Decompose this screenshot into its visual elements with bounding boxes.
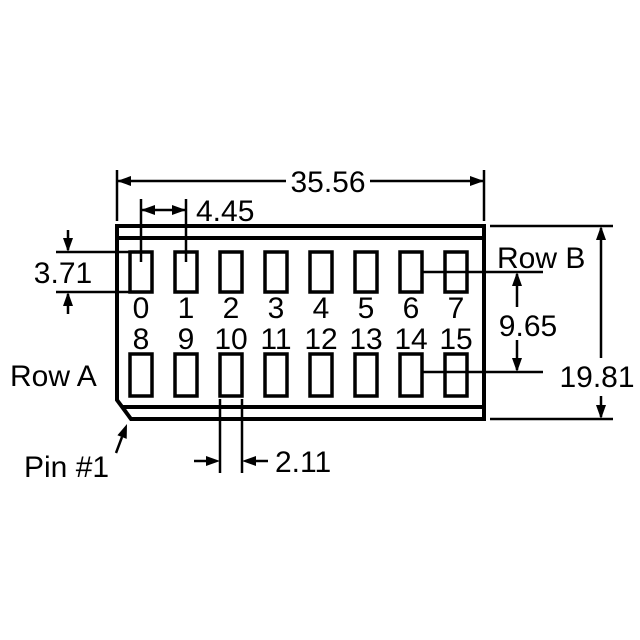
arrowhead-up-right	[117, 424, 127, 439]
pin-number-12: 12	[304, 323, 337, 356]
dimension-text-row-pitch: 9.65	[499, 310, 557, 343]
pad-3	[263, 250, 289, 294]
component-outline	[115, 224, 486, 421]
pin-number-15: 15	[439, 323, 472, 356]
arrowhead-right	[172, 205, 186, 215]
pin-number-10: 10	[214, 323, 247, 356]
pad-15	[443, 352, 469, 398]
dimension-text-pad-height: 3.71	[34, 257, 92, 290]
arrowhead-up	[596, 226, 606, 240]
arrowhead-left	[242, 456, 256, 466]
row-a-pads	[128, 352, 469, 398]
pin-number-13: 13	[349, 323, 382, 356]
pin-number-7: 7	[448, 292, 465, 325]
pad-13	[353, 352, 379, 398]
pin-number-2: 2	[223, 292, 240, 325]
pad-2	[218, 250, 244, 294]
dimension-pitch: 4.45	[139, 195, 254, 262]
pad-4	[308, 250, 334, 294]
pad-11	[263, 352, 289, 398]
pin-number-14: 14	[394, 323, 427, 356]
arrowhead-left	[141, 205, 155, 215]
pin-number-5: 5	[358, 292, 375, 325]
arrowhead-up	[63, 292, 73, 306]
pad-14	[398, 352, 424, 398]
pad-5	[353, 250, 379, 294]
dimension-pad-width: 2.11	[194, 399, 331, 479]
row-b-label: Row B	[497, 242, 585, 275]
pin-number-1: 1	[178, 292, 195, 325]
pin-number-11: 11	[260, 323, 291, 356]
pad-10	[218, 352, 244, 398]
dimension-pad-height: 3.71	[34, 230, 130, 314]
pin-number-4: 4	[313, 292, 330, 325]
dimension-overall-width: 35.56	[115, 166, 486, 221]
pin-number-6: 6	[403, 292, 420, 325]
arrowhead-down	[512, 358, 522, 372]
pad-9	[173, 352, 199, 398]
pin-number-0: 0	[133, 292, 150, 325]
pad-12	[308, 352, 334, 398]
pin1-label: Pin #1	[24, 451, 109, 484]
dimension-text-overall-width: 35.56	[290, 166, 365, 199]
row-b-pin-numbers: 0 1 2 3 4 5 6 7	[133, 292, 465, 325]
pin-number-9: 9	[178, 323, 195, 356]
pin1-label-group: Pin #1	[24, 424, 127, 484]
dimension-text-pitch: 4.45	[196, 195, 254, 228]
dimension-text-overall-height: 19.81	[559, 361, 634, 394]
component-body	[115, 224, 486, 421]
row-b-label-group: Row B	[422, 242, 585, 275]
arrowhead-down	[596, 405, 606, 419]
arrowhead-right	[470, 176, 484, 186]
row-a-pin-numbers: 8 9 10 11 12 13 14 15	[133, 323, 473, 356]
row-a-label-group: Row A	[10, 360, 97, 393]
pin-number-8: 8	[133, 323, 150, 356]
arrowhead-right	[206, 456, 220, 466]
row-a-label: Row A	[10, 360, 97, 393]
pad-8	[128, 352, 154, 398]
arrowhead-down	[63, 238, 73, 252]
pin-number-3: 3	[268, 292, 285, 325]
dimension-text-pad-width: 2.11	[275, 446, 331, 479]
pad-6	[398, 250, 424, 294]
dimension-row-pitch: 9.65	[422, 272, 557, 374]
arrowhead-left	[117, 176, 131, 186]
leader-line	[114, 436, 124, 454]
arrowhead-up	[512, 272, 522, 286]
dimension-overall-height: 19.81	[490, 224, 635, 421]
